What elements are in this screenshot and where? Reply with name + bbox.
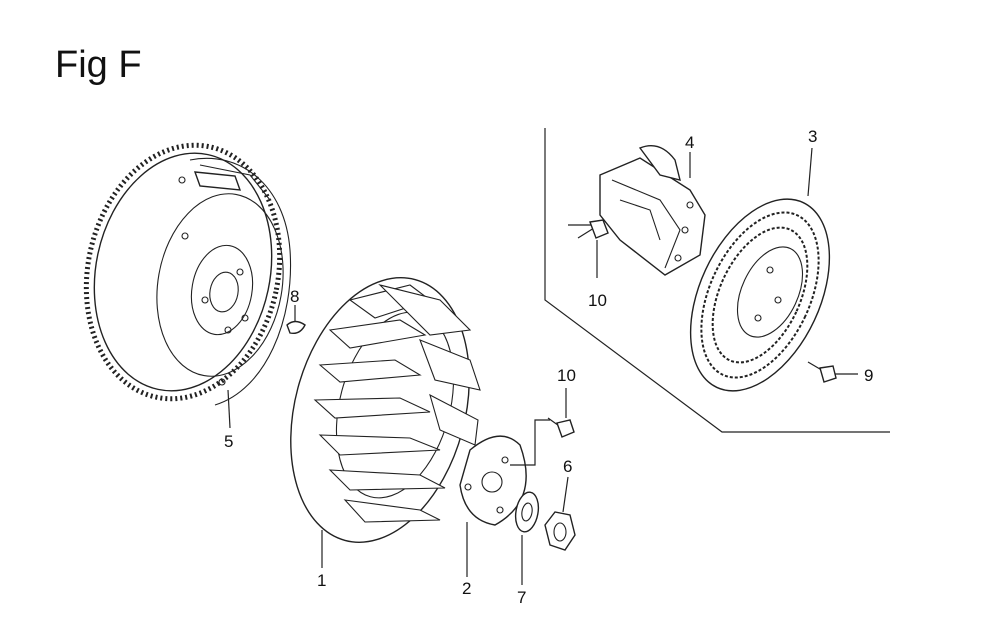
- flywheel-part[interactable]: [63, 127, 302, 417]
- leader-lines: [227, 147, 858, 585]
- cooling-fan-part[interactable]: [263, 258, 497, 563]
- screw-part[interactable]: [807, 361, 837, 383]
- callout-6: 6: [563, 457, 572, 476]
- flange-nut-part[interactable]: [544, 511, 576, 551]
- callout-5: 5: [224, 432, 233, 451]
- woodruff-key-part[interactable]: [286, 320, 306, 335]
- ignition-coil-part[interactable]: [599, 145, 706, 276]
- callout-9: 9: [864, 366, 873, 385]
- callout-4: 4: [685, 133, 694, 152]
- charge-coil-disc-part[interactable]: [663, 177, 858, 413]
- callout-8: 8: [290, 287, 299, 306]
- washer-part[interactable]: [513, 490, 542, 533]
- callout-1: 1: [317, 571, 326, 590]
- bolt-part-lower[interactable]: [547, 417, 575, 438]
- callout-10-lower: 10: [557, 366, 576, 385]
- callout-10-upper: 10: [588, 291, 607, 310]
- callout-3: 3: [808, 127, 817, 146]
- figure-title: Fig F: [55, 44, 142, 86]
- bolt-part-upper[interactable]: [568, 219, 609, 239]
- inset-border: [544, 128, 890, 433]
- callout-2: 2: [462, 579, 471, 598]
- callout-7: 7: [517, 588, 526, 607]
